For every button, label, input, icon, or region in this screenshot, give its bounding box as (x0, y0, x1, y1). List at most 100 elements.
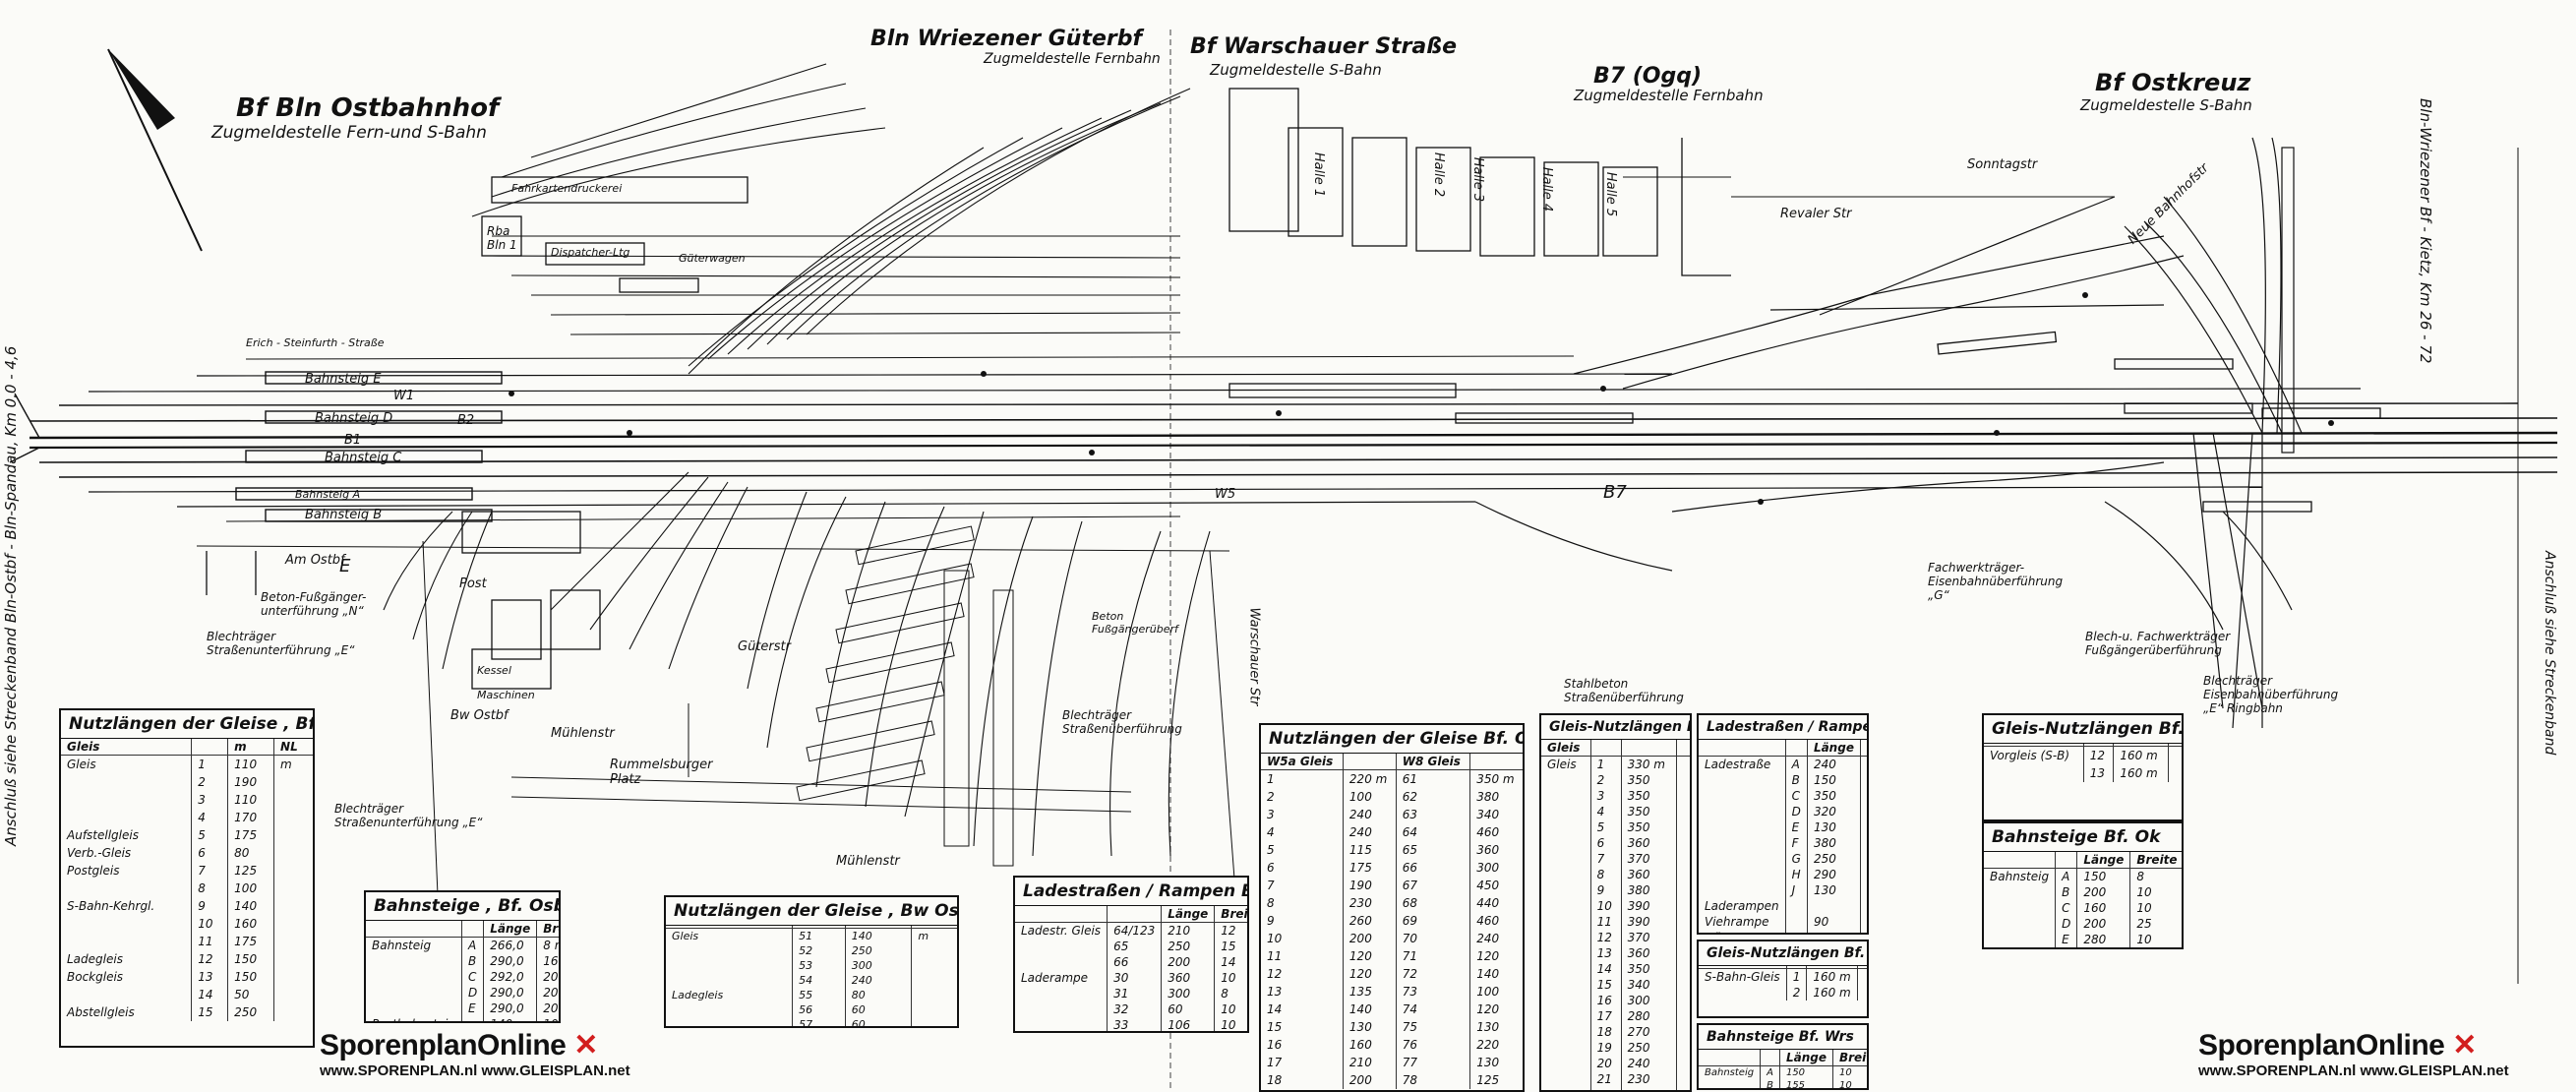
table-cell: 18 (1261, 1070, 1344, 1089)
table-cell: 12 (1221, 924, 1236, 938)
table-cell: 10 (2130, 947, 2184, 949)
label-am-ostbf: Am Ostbf (285, 553, 345, 568)
table-cell: 330 m (1621, 756, 1677, 772)
table-cell: 19 (1590, 1040, 1622, 1056)
table-cell: Bahnsteig (366, 937, 463, 953)
table-cell (1541, 772, 1591, 788)
table-cell: 260 (1343, 911, 1397, 930)
table-cell: 140 (1343, 1000, 1397, 1018)
table-cell (274, 791, 313, 809)
table-cell: 150 (2076, 868, 2131, 884)
logo-left-url: www.SPORENPLAN.nl www.GLEISPLAN.net (320, 1062, 630, 1079)
table-header-cell: Länge (1807, 740, 1861, 757)
table-header-cell (2055, 852, 2078, 869)
station-sub-warschauer-sbahn: Zugmeldestelle S-Bahn (1210, 61, 1382, 79)
table-cell (1676, 977, 1690, 993)
table-row: LadestraßeA24014 (1699, 756, 1867, 772)
margin-right-text: Bln-Wriezener Bf - Kietz, Km 26 - 72 (2417, 98, 2434, 364)
table-cell: 350 (1621, 819, 1677, 835)
bridge-blech-fachwerk: Blech-u. Fachwerkträger Fußgängerüberfüh… (2085, 630, 2231, 657)
table-cell: 150 (1807, 772, 1861, 788)
label-b7-box: B7 (1603, 482, 1627, 503)
table-header-cell: Gleis (1541, 740, 1591, 757)
table-cell (1541, 788, 1591, 804)
table-cell: 12 (1860, 882, 1868, 898)
table-header-cell (461, 921, 485, 938)
table-cell: 14 (1261, 1000, 1344, 1018)
table-cell: 9 (1261, 911, 1344, 930)
table-cell: 10 (1221, 1018, 1236, 1032)
table-cell: 370 (1621, 930, 1677, 945)
table-cell: 9 (191, 896, 229, 915)
table-cell (1676, 819, 1690, 835)
table-cell: 292,0 (483, 969, 538, 985)
bridge-strassenueberfuehrung: Blechträger Straßenüberführung (1062, 708, 1182, 736)
table-cell (1015, 1001, 1108, 1017)
label-guterwagen: Güterwagen (679, 252, 746, 265)
table-cell: 360 (1621, 945, 1677, 961)
table-cell: 69 (1396, 911, 1471, 930)
table-cell: 150 (227, 967, 275, 986)
table-cell: 240 (1343, 822, 1397, 841)
table-title: Nutzlängen der Gleise , Bw Osb (666, 897, 957, 926)
table-cell: 13 (2083, 763, 2115, 782)
table-cell: 130 (1807, 882, 1861, 898)
table-cell (666, 1017, 794, 1026)
table-cell: 8 (2136, 870, 2144, 883)
label-revaler-str: Revaler Str (1780, 207, 1852, 221)
table-cell: 90 (1807, 914, 1861, 930)
table-cell: 57 (792, 1017, 846, 1026)
label-maschinen: Maschinen (477, 689, 535, 701)
table-cell: 240 (1807, 756, 1861, 772)
table-nutz-ok: Gleis-Nutzlängen Bf. OkVorgleis (S-B)121… (1982, 713, 2184, 821)
table-cell (2168, 764, 2182, 782)
goods-yard-fan (471, 63, 1191, 375)
table-cell: 175 (227, 932, 275, 950)
table-cell: E (461, 1001, 485, 1016)
streets (196, 30, 2519, 1092)
table-cell (366, 1001, 463, 1016)
table-cell: S-Bahn-Kehrgl. (61, 896, 193, 915)
table-cell: Gleis (1541, 756, 1591, 772)
table-cell (1676, 1056, 1690, 1071)
table-cell: 4 (1261, 822, 1344, 841)
table-cell: 10 (1860, 804, 1868, 819)
label-b1: B1 (344, 433, 362, 448)
label-bahnsteig-b: Bahnsteig B (305, 508, 383, 522)
table-cell: 155 (1779, 1079, 1833, 1088)
table-cell: 280 (1621, 1008, 1677, 1024)
table-cell: A (461, 937, 485, 953)
table-row: B15012 (1699, 772, 1867, 788)
table-header-cell: Breite (1214, 906, 1247, 923)
table-cell: A (2055, 868, 2078, 884)
table-cell: S-Bahn-Gleis (1699, 968, 1787, 985)
table-cell: 50 (227, 985, 275, 1003)
table-cell: 290,0 (483, 1001, 538, 1016)
table-cell: 360 (1621, 867, 1677, 882)
table-cell: 350 m (1476, 771, 1515, 786)
table-row: E13011 (1699, 819, 1867, 835)
table-header-cell (1984, 744, 2084, 747)
